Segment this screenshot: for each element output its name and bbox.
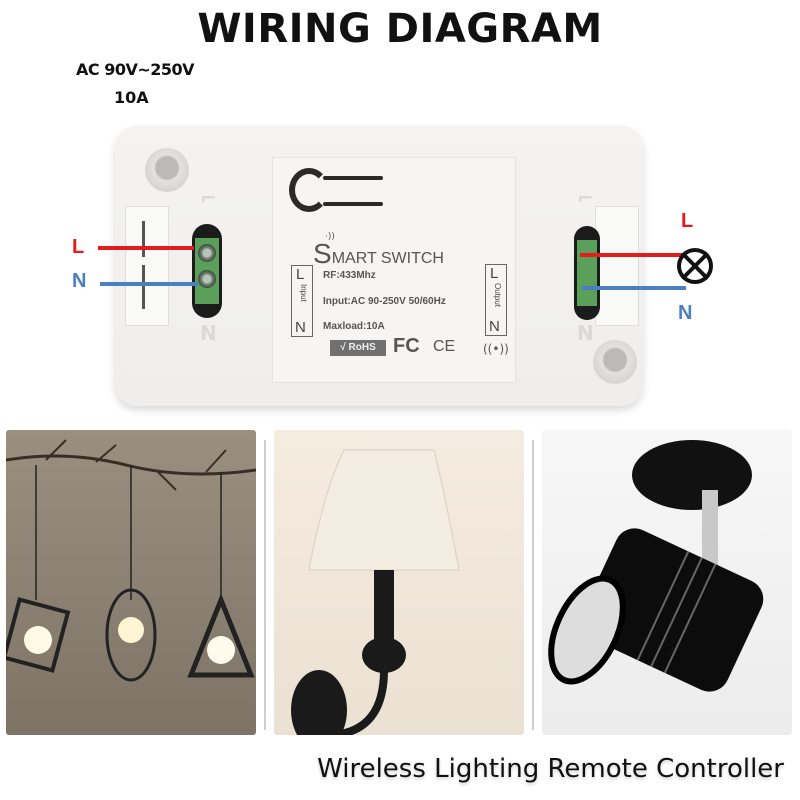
divider <box>532 440 534 730</box>
mount-hole-icon <box>593 340 637 384</box>
spotlight-photo <box>542 430 792 735</box>
input-live-label: L <box>72 236 85 258</box>
pendant-lights-photo <box>6 430 256 735</box>
output-terminal-block <box>574 226 600 320</box>
device-label: ·)) SMART SWITCH L Input N L Output N RF… <box>272 157 516 383</box>
rf-frequency: RF:433Mhz <box>323 270 376 281</box>
input-wire-slot <box>125 206 169 326</box>
keyhole-logo-icon <box>289 168 329 212</box>
mount-hole-icon <box>145 148 189 192</box>
output-box: L Output N <box>485 264 507 336</box>
output-neutral-label: N <box>678 302 693 324</box>
voltage-spec: AC 90V~250V <box>76 60 195 79</box>
input-terminal-block <box>192 224 222 318</box>
wall-sconce-photo <box>274 430 524 735</box>
input-neutral-label: N <box>72 270 87 292</box>
output-neutral-wire <box>582 286 686 290</box>
maxload-rating: Maxload:10A <box>323 321 385 332</box>
faint-l-mark: ⌐ <box>200 186 217 210</box>
product-caption: Wireless Lighting Remote Controller <box>317 754 784 784</box>
rohs-badge: √ RoHS <box>330 340 386 356</box>
ce-mark: CE <box>433 338 456 355</box>
fcc-mark: FC <box>393 335 420 357</box>
lamp-symbol-icon <box>677 248 713 284</box>
input-live-wire <box>98 246 194 250</box>
wifi-icon: ((•)) <box>483 342 509 356</box>
output-live-wire <box>580 253 684 257</box>
faint-n-mark: N <box>200 321 217 345</box>
input-rating: Input:AC 90-250V 50/60Hz <box>323 296 446 307</box>
page-title: WIRING DIAGRAM <box>197 6 603 52</box>
output-live-label: L <box>681 210 694 232</box>
signal-waves-icon: ·)) <box>325 232 335 242</box>
output-wire-slot <box>595 206 639 326</box>
faint-l-mark: ⌐ <box>577 186 594 210</box>
divider <box>264 440 266 730</box>
input-neutral-wire <box>100 282 198 286</box>
smart-switch-device: ⌐ N ⌐ N ·)) SMART SWITCH L Input N L Out… <box>115 126 643 406</box>
brand-name: ·)) SMART SWITCH <box>313 232 444 269</box>
faint-n-mark: N <box>577 321 594 345</box>
input-box: L Input N <box>291 265 313 337</box>
current-spec: 10A <box>114 88 149 107</box>
